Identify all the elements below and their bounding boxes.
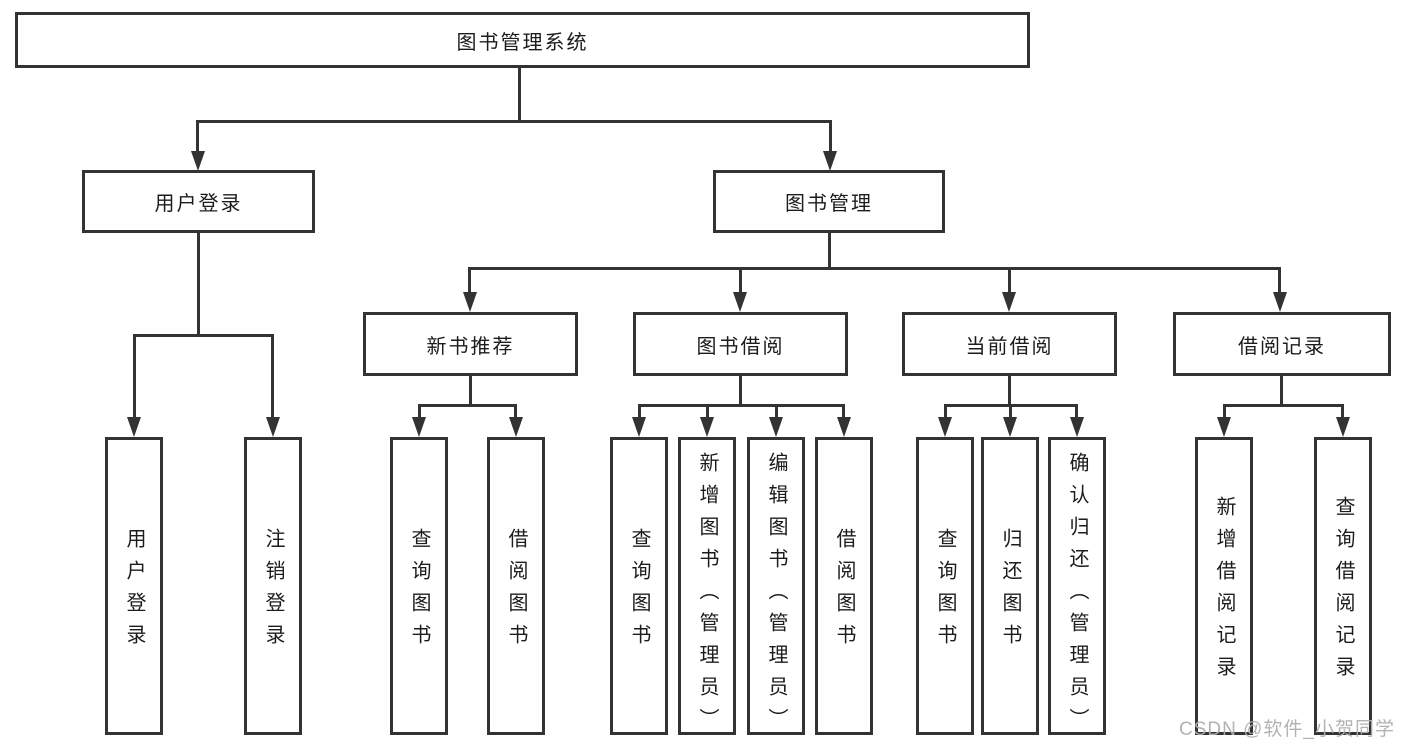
connector-line xyxy=(944,404,947,418)
arrow-down-icon xyxy=(509,417,523,437)
connector-line xyxy=(1341,404,1344,418)
connector-line xyxy=(1280,376,1283,407)
connector-line xyxy=(1075,404,1078,418)
connector-line xyxy=(829,120,832,152)
connector-line xyxy=(775,404,778,418)
node-leaf-edit-books-admin: 编辑图书（管理员） xyxy=(747,437,805,740)
arrow-down-icon xyxy=(1002,292,1016,312)
arrow-down-icon xyxy=(463,292,477,312)
connector-line xyxy=(1009,404,1012,418)
connector-line xyxy=(1278,267,1281,293)
arrow-down-icon xyxy=(632,417,646,437)
arrow-down-icon xyxy=(769,417,783,437)
connector-line xyxy=(638,404,845,407)
node-leaf-confirm-return-admin: 确认归还（管理员） xyxy=(1048,437,1106,740)
connector-line xyxy=(739,376,742,407)
arrow-down-icon xyxy=(1003,417,1017,437)
connector-line xyxy=(418,404,421,418)
connector-line xyxy=(706,404,709,418)
csdn-watermark: CSDN @软件_小贺同学 xyxy=(1179,719,1395,740)
arrow-down-icon xyxy=(938,417,952,437)
node-leaf-borrow-books-recommend: 借阅图书 xyxy=(487,437,545,735)
connector-line xyxy=(197,233,200,336)
arrow-down-icon xyxy=(837,417,851,437)
connector-line xyxy=(196,120,832,123)
arrow-down-icon xyxy=(1336,417,1350,437)
connector-line xyxy=(469,376,472,407)
node-leaf-user-login: 用户登录 xyxy=(105,437,163,735)
arrow-down-icon xyxy=(1273,292,1287,312)
connector-line xyxy=(1008,267,1011,293)
connector-line xyxy=(1008,376,1011,407)
connector-line xyxy=(514,404,517,418)
node-leaf-logout: 注销登录 xyxy=(244,437,302,735)
connector-line xyxy=(638,404,641,418)
arrow-down-icon xyxy=(733,292,747,312)
node-leaf-return-books: 归还图书 xyxy=(981,437,1039,735)
connector-line xyxy=(842,404,845,418)
connector-line xyxy=(518,68,521,120)
connector-line xyxy=(828,233,831,269)
node-borrowing-records: 借阅记录 xyxy=(1173,312,1391,376)
node-leaf-query-books-recommend: 查询图书 xyxy=(390,437,448,735)
arrow-down-icon xyxy=(700,417,714,437)
arrow-down-icon xyxy=(412,417,426,437)
node-current-borrowing: 当前借阅 xyxy=(902,312,1117,376)
connector-line xyxy=(418,404,517,407)
connector-line xyxy=(133,334,274,337)
node-leaf-query-books-current: 查询图书 xyxy=(916,437,974,735)
node-book-borrowing: 图书借阅 xyxy=(633,312,848,376)
node-book-management: 图书管理 xyxy=(713,170,945,233)
connector-line xyxy=(1223,404,1226,418)
arrow-down-icon xyxy=(266,417,280,437)
node-new-book-recommendation: 新书推荐 xyxy=(363,312,578,376)
node-root-library-system: 图书管理系统 xyxy=(15,12,1030,68)
connector-line xyxy=(271,334,274,418)
node-leaf-query-borrow-record: 查询借阅记录 xyxy=(1314,437,1372,735)
arrow-down-icon xyxy=(127,417,141,437)
node-leaf-add-books-admin: 新增图书（管理员） xyxy=(678,437,736,740)
connector-line xyxy=(133,334,136,418)
connector-line xyxy=(739,267,742,293)
node-leaf-query-books-borrow: 查询图书 xyxy=(610,437,668,735)
arrow-down-icon xyxy=(1070,417,1084,437)
arrow-down-icon xyxy=(191,151,205,171)
node-leaf-borrow-books: 借阅图书 xyxy=(815,437,873,735)
node-user-login: 用户登录 xyxy=(82,170,315,233)
connector-line xyxy=(468,267,1281,270)
arrow-down-icon xyxy=(823,151,837,171)
arrow-down-icon xyxy=(1217,417,1231,437)
node-leaf-add-borrow-record: 新增借阅记录 xyxy=(1195,437,1253,735)
connector-line xyxy=(1223,404,1344,407)
connector-line xyxy=(196,120,199,152)
connector-line xyxy=(468,267,471,293)
